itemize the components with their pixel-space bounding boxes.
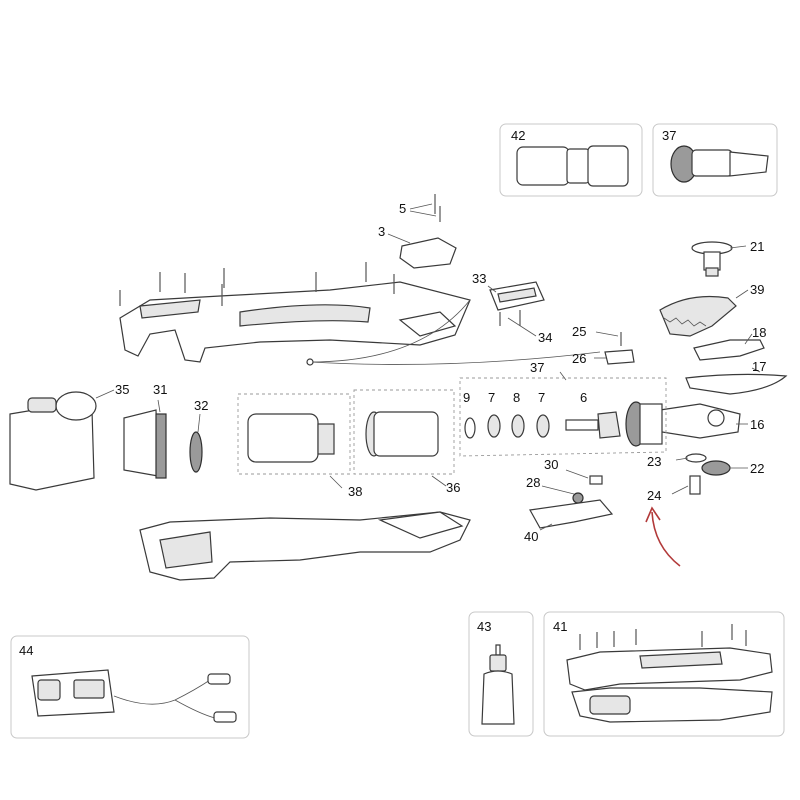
callout-7a: 7 bbox=[488, 390, 495, 405]
callout-34: 34 bbox=[538, 330, 552, 345]
callout-31: 31 bbox=[153, 382, 167, 397]
part-16-jaw bbox=[659, 403, 748, 439]
label-42: 42 bbox=[511, 128, 525, 143]
callout-16: 16 bbox=[750, 417, 764, 432]
callout-37: 37 bbox=[530, 360, 544, 375]
part-31-bracket bbox=[123, 399, 167, 479]
part-26-sensor bbox=[594, 349, 635, 365]
part-23-washer bbox=[675, 453, 707, 463]
callout-35: 35 bbox=[115, 382, 129, 397]
part-21-pivot-bolt bbox=[691, 241, 747, 277]
part-30-screw bbox=[565, 469, 603, 485]
part-22-nut bbox=[701, 460, 748, 476]
callout-22: 22 bbox=[750, 461, 764, 476]
callout-21: 21 bbox=[750, 239, 764, 254]
label-37-inset: 37 bbox=[662, 128, 676, 143]
part-39-blade bbox=[659, 289, 749, 337]
part-28-spring bbox=[541, 485, 584, 504]
upper-handle-shell bbox=[119, 281, 471, 363]
gearbox-assembly bbox=[625, 401, 663, 447]
group-36-motor-housing bbox=[353, 389, 455, 487]
inset-37-motor-gearbox: 37 bbox=[652, 123, 778, 197]
callout-3: 3 bbox=[378, 224, 385, 239]
part-8-bearing bbox=[511, 414, 525, 438]
part-32-connector bbox=[189, 413, 203, 473]
part-35-battery bbox=[9, 389, 115, 491]
wire-33 bbox=[309, 299, 471, 363]
inset-44-charger: 44 bbox=[10, 635, 250, 739]
callout-36: 36 bbox=[446, 480, 460, 495]
label-44: 44 bbox=[19, 643, 33, 658]
callout-24: 24 bbox=[647, 488, 661, 503]
callout-5: 5 bbox=[399, 201, 406, 216]
part-9-ring bbox=[464, 417, 476, 439]
part-33-circuit-board bbox=[487, 281, 545, 311]
wire-terminal bbox=[306, 358, 314, 366]
callout-6: 6 bbox=[580, 390, 587, 405]
callout-28: 28 bbox=[526, 475, 540, 490]
part-17-blade bbox=[685, 367, 788, 395]
part-7-bearing-b bbox=[536, 414, 550, 438]
callout-17: 17 bbox=[752, 359, 766, 374]
indicator-arrow bbox=[651, 511, 681, 567]
callout-32: 32 bbox=[194, 398, 208, 413]
callout-18: 18 bbox=[752, 325, 766, 340]
callout-38: 38 bbox=[348, 484, 362, 499]
callout-30: 30 bbox=[544, 457, 558, 472]
callout-8: 8 bbox=[513, 390, 520, 405]
callout-39: 39 bbox=[750, 282, 764, 297]
callout-26: 26 bbox=[572, 351, 586, 366]
wire-26 bbox=[309, 351, 601, 365]
callout-7b: 7 bbox=[538, 390, 545, 405]
lower-handle-shell bbox=[139, 511, 471, 581]
part-6-screw-shaft bbox=[565, 411, 621, 439]
group-38-motor bbox=[237, 393, 351, 489]
part-5-screws bbox=[409, 194, 441, 222]
part-7-bearing-a bbox=[487, 414, 501, 438]
callout-23: 23 bbox=[647, 454, 661, 469]
part-24-bolt bbox=[671, 475, 701, 495]
callout-25: 25 bbox=[572, 324, 586, 339]
callout-40: 40 bbox=[524, 529, 538, 544]
indicator-arrowhead bbox=[645, 506, 661, 523]
upper-shell-screws bbox=[119, 262, 395, 306]
callout-33: 33 bbox=[472, 271, 486, 286]
inset-41-handle-assembly: 41 bbox=[543, 611, 785, 737]
label-43: 43 bbox=[477, 619, 491, 634]
part-18-plate bbox=[693, 333, 765, 361]
part-25-screw bbox=[595, 331, 622, 346]
label-41: 41 bbox=[553, 619, 567, 634]
group-37-drive-assembly bbox=[459, 371, 667, 457]
inset-42-sleeve: 42 bbox=[499, 123, 643, 197]
part-40-trigger bbox=[529, 499, 614, 531]
part-34-pins bbox=[499, 310, 537, 337]
part-3-cap bbox=[387, 233, 457, 269]
inset-43-oil-bottle: 43 bbox=[468, 611, 534, 737]
callout-9: 9 bbox=[463, 390, 470, 405]
callout-labels: 3 5 6 7 7 8 9 16 17 18 21 22 23 24 25 26… bbox=[115, 201, 766, 544]
